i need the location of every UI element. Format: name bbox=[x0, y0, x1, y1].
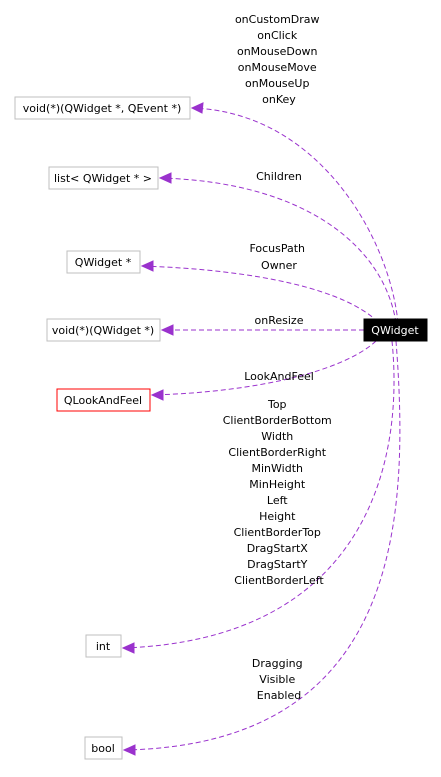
node-box bbox=[84, 736, 123, 760]
edge-callback bbox=[191, 107, 399, 324]
node-children[interactable]: list< QWidget * > bbox=[48, 166, 159, 190]
edge-label-line: Dragging bbox=[252, 657, 303, 670]
node-label: QLookAndFeel bbox=[64, 394, 142, 407]
node-callback[interactable]: void(*)(QWidget *, QEvent *) bbox=[14, 96, 191, 120]
edge-label-line: Top bbox=[267, 398, 287, 411]
node-box bbox=[46, 318, 161, 342]
node-lookandfeel[interactable]: QLookAndFeel bbox=[56, 388, 151, 412]
node-qwidget-main[interactable]: QWidget bbox=[363, 318, 428, 342]
edge-lookandfeel-arrowhead bbox=[150, 389, 164, 401]
edge-label-line: onResize bbox=[255, 314, 304, 327]
edge-label-bool: Dragging Visible Enabled bbox=[252, 657, 306, 702]
edge-label-line: MinWidth bbox=[252, 462, 304, 475]
edge-label-children: Children bbox=[256, 170, 302, 183]
edge-bool bbox=[123, 340, 401, 751]
edge-label-line: Height bbox=[259, 510, 296, 523]
edge-label-lookandfeel: LookAndFeel bbox=[244, 370, 314, 383]
node-label: bool bbox=[91, 742, 115, 755]
edge-label-line: onClick bbox=[257, 29, 298, 42]
edge-int-arrowhead bbox=[121, 642, 135, 654]
edge-children bbox=[159, 177, 397, 324]
edges bbox=[121, 102, 401, 756]
node-bool[interactable]: bool bbox=[84, 736, 123, 760]
edge-label-line: ClientBorderLeft bbox=[234, 574, 324, 587]
node-box bbox=[363, 318, 428, 342]
edge-label-callback: onCustomDraw onClick onMouseDown onMouse… bbox=[235, 13, 323, 106]
edge-lookandfeel bbox=[151, 340, 377, 396]
edge-callback-arrowhead bbox=[190, 102, 204, 114]
edge-label-line: Left bbox=[267, 494, 288, 507]
edge-labels: onCustomDraw onClick onMouseDown onMouse… bbox=[223, 13, 336, 702]
edge-label-line: onMouseUp bbox=[245, 77, 309, 90]
node-box bbox=[85, 634, 122, 658]
edge-int bbox=[122, 340, 395, 649]
edge-label-line: LookAndFeel bbox=[244, 370, 314, 383]
edge-qwidget-ptr bbox=[141, 265, 379, 323]
edge-label-line: Enabled bbox=[257, 689, 301, 702]
node-label: QWidget * bbox=[75, 256, 132, 269]
edge-label-int: Top ClientBorderBottom Width ClientBorde… bbox=[223, 398, 336, 587]
edge-children-arrowhead bbox=[158, 172, 172, 184]
edge-label-line: ClientBorderTop bbox=[234, 526, 321, 539]
edge-label-line: ClientBorderBottom bbox=[223, 414, 332, 427]
edge-label-line: MinHeight bbox=[249, 478, 306, 491]
node-label: int bbox=[96, 640, 111, 653]
node-label: list< QWidget * > bbox=[54, 172, 152, 185]
edge-label-qwidget-ptr: FocusPath Owner bbox=[249, 242, 308, 272]
edge-label-line: DragStartY bbox=[247, 558, 308, 571]
node-label: void(*)(QWidget *) bbox=[52, 324, 154, 337]
edge-label-resize-cb: onResize bbox=[255, 314, 304, 327]
node-resize-cb[interactable]: void(*)(QWidget *) bbox=[46, 318, 161, 342]
edge-label-line: onCustomDraw bbox=[235, 13, 320, 26]
edge-label-line: ClientBorderRight bbox=[228, 446, 326, 459]
edge-label-line: onMouseDown bbox=[237, 45, 318, 58]
node-box bbox=[14, 96, 191, 120]
node-int[interactable]: int bbox=[85, 634, 122, 658]
node-label: QWidget bbox=[371, 324, 419, 337]
edge-label-line: onKey bbox=[262, 93, 296, 106]
node-qwidget-ptr[interactable]: QWidget * bbox=[66, 250, 141, 274]
node-box bbox=[56, 388, 151, 412]
edge-label-line: DragStartX bbox=[247, 542, 309, 555]
edge-label-line: onMouseMove bbox=[238, 61, 317, 74]
node-label: void(*)(QWidget *, QEvent *) bbox=[23, 102, 182, 115]
edge-resize-cb-arrowhead bbox=[160, 324, 174, 336]
edge-qwidget-ptr-arrowhead bbox=[140, 260, 154, 272]
edge-label-line: Owner bbox=[261, 259, 297, 272]
edge-label-line: FocusPath bbox=[249, 242, 305, 255]
edge-label-line: Children bbox=[256, 170, 302, 183]
edge-bool-arrowhead bbox=[122, 744, 136, 756]
edge-label-line: Width bbox=[261, 430, 293, 443]
node-box bbox=[48, 166, 159, 190]
edge-label-line: Visible bbox=[259, 673, 295, 686]
node-box bbox=[66, 250, 141, 274]
